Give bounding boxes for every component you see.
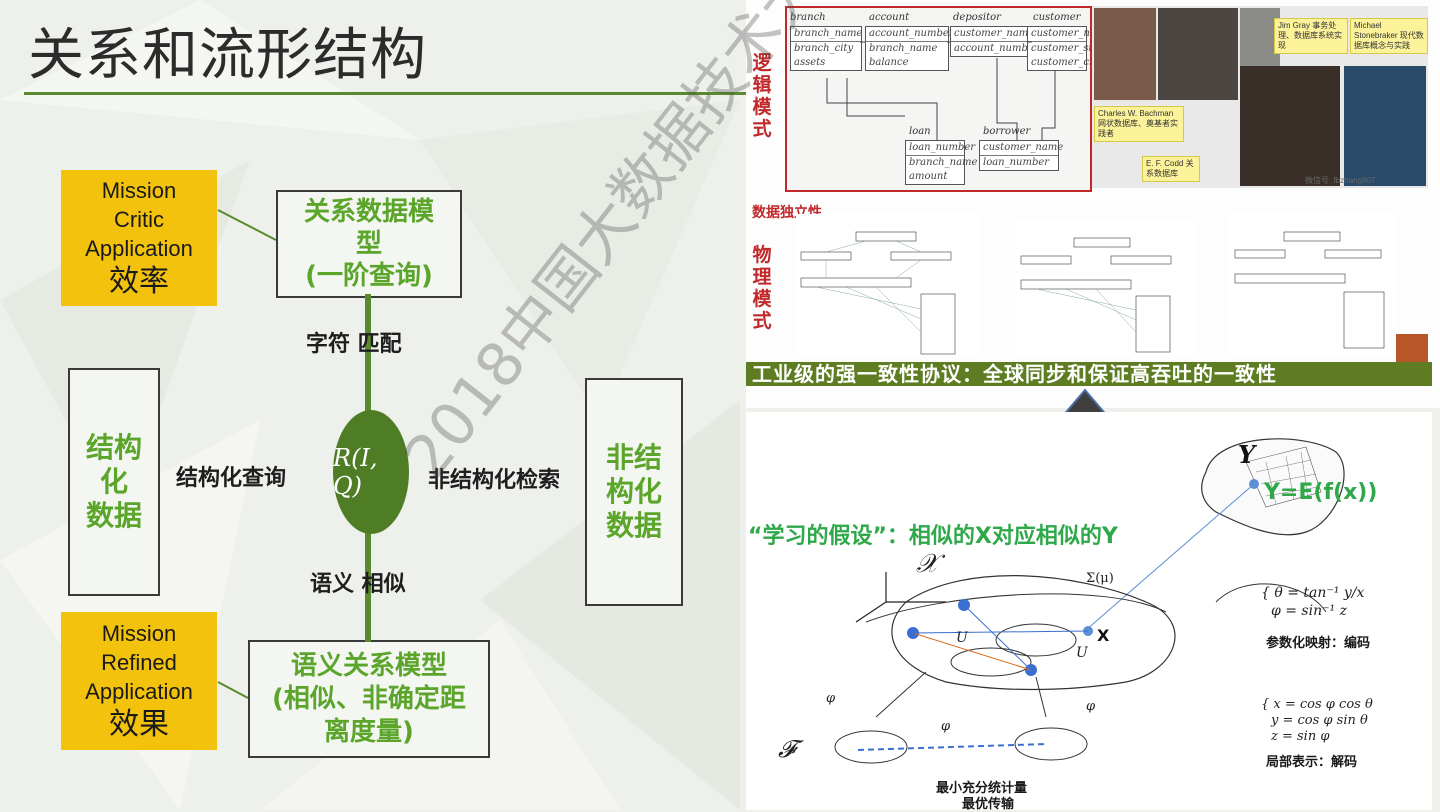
mission-refined-line2: Refined — [61, 648, 217, 677]
mission-critic-box: Mission Critic Application 效率 — [61, 170, 217, 306]
svg-text:φ: φ — [941, 719, 951, 734]
unstructured-line1: 非结 — [606, 441, 662, 475]
semantic-model-box: 语义关系模型 (相似、非确定距 离度量) — [248, 640, 490, 758]
structured-line3: 数据 — [86, 499, 142, 533]
learning-hypothesis: “学习的假设”：相似的X对应相似的Y — [748, 518, 1118, 550]
mission-refined-box: Mission Refined Application 效果 — [61, 612, 217, 750]
photo-4 — [1240, 66, 1340, 186]
schema-diagram: branch branch_name branch_city assets ac… — [785, 6, 1092, 192]
unstructured-data-box: 非结 构化 数据 — [585, 378, 683, 606]
note-codd: E. F. Codd 关系数据库 — [1142, 156, 1200, 182]
note-stonebraker: Michael Stonebraker 现代数据库概念与实践 — [1350, 18, 1428, 54]
svg-text:φ = sin⁻¹ z: φ = sin⁻¹ z — [1271, 603, 1348, 619]
svg-text:𝒳: 𝒳 — [916, 549, 946, 579]
unstructured-line2: 构化 — [606, 475, 662, 509]
mission-critic-line2: Critic — [61, 205, 217, 234]
btree-1-drawing — [796, 214, 980, 356]
y-equation: Y=E(f(x)) — [1264, 480, 1377, 505]
encode-caption: 参数化映射：编码 — [1266, 632, 1370, 651]
logic-char-4: 式 — [751, 118, 773, 140]
physical-char-1: 物 — [751, 244, 773, 266]
svg-text:{ θ = tan⁻¹ y/x: { θ = tan⁻¹ y/x — [1261, 585, 1364, 601]
structured-data-box: 结构 化 数据 — [68, 368, 160, 596]
photo-5 — [1344, 66, 1426, 186]
btree-diagram-1 — [796, 214, 980, 356]
mission-refined-zh: 效果 — [61, 706, 217, 744]
photo-2 — [1158, 8, 1238, 100]
physical-model-label: 物 理 模 式 — [751, 244, 773, 332]
unstructured-line3: 数据 — [606, 509, 662, 543]
relational-model-line3: (一阶查询) — [305, 260, 433, 292]
sunset-thumbnail — [1396, 334, 1428, 362]
note-bachman: Charles W. Bachman 网状数据库、奠基者实践者 — [1094, 106, 1184, 142]
svg-text:y = cos φ sin θ: y = cos φ sin θ — [1270, 713, 1368, 728]
svg-text:φ: φ — [826, 691, 836, 706]
svg-text:𝓕: 𝓕 — [778, 735, 804, 763]
btree-3-drawing — [1230, 214, 1396, 354]
btree-diagram-3 — [1230, 214, 1396, 354]
semantic-model-line2: (相似、非确定距 — [272, 683, 466, 716]
mission-critic-zh: 效率 — [61, 263, 217, 301]
y-label: Y — [1238, 440, 1255, 469]
note-jim-gray: Jim Gray 事务处理、数据库系统实现 — [1274, 18, 1348, 54]
decode-caption: 局部表示：解码 — [1266, 751, 1357, 770]
structured-line1: 结构 — [86, 431, 142, 465]
svg-text:Σ(μ): Σ(μ) — [1086, 571, 1114, 586]
svg-text:{ x = cos φ cos θ: { x = cos φ cos θ — [1261, 697, 1373, 712]
mission-refined-line3: Application — [61, 677, 217, 706]
optimal-transport: 最优传输 — [962, 793, 1014, 812]
wechat-handle: 微信号: fbzhang807 — [1302, 174, 1428, 188]
btree-2-drawing — [1016, 220, 1194, 354]
svg-text:U: U — [956, 630, 969, 646]
relational-model-box: 关系数据模 型 (一阶查询) — [276, 190, 462, 298]
relational-model-line2: 型 — [356, 228, 382, 260]
mission-critic-line3: Application — [61, 234, 217, 263]
consistency-banner: 工业级的强一致性协议：全球同步和保证高吞吐的一致性 — [746, 362, 1432, 386]
x-label: X — [1097, 626, 1109, 645]
svg-text:U: U — [1076, 645, 1089, 661]
physical-char-2: 理 — [751, 266, 773, 288]
btree-diagram-2 — [1016, 220, 1194, 354]
schema-links — [787, 8, 1090, 190]
char-match-label: 字符 匹配 — [306, 326, 402, 358]
semantic-model-line1: 语义关系模型 — [291, 650, 447, 683]
semantic-sim-label: 语义 相似 — [310, 566, 406, 598]
photo-1 — [1094, 8, 1156, 100]
physical-char-3: 模 — [751, 288, 773, 310]
physical-char-4: 式 — [751, 310, 773, 332]
structured-query-label: 结构化查询 — [176, 460, 286, 492]
relational-model-line1: 关系数据模 — [304, 196, 434, 228]
structured-line2: 化 — [100, 465, 128, 499]
mission-refined-line1: Mission — [61, 619, 217, 648]
mission-critic-line1: Mission — [61, 176, 217, 205]
svg-text:z = sin φ: z = sin φ — [1270, 729, 1330, 744]
svg-text:φ: φ — [1086, 699, 1096, 714]
pioneers-photo-collage: Jim Gray 事务处理、数据库系统实现 Michael Stonebrake… — [1092, 6, 1428, 188]
semantic-model-line3: 离度量) — [324, 716, 414, 749]
